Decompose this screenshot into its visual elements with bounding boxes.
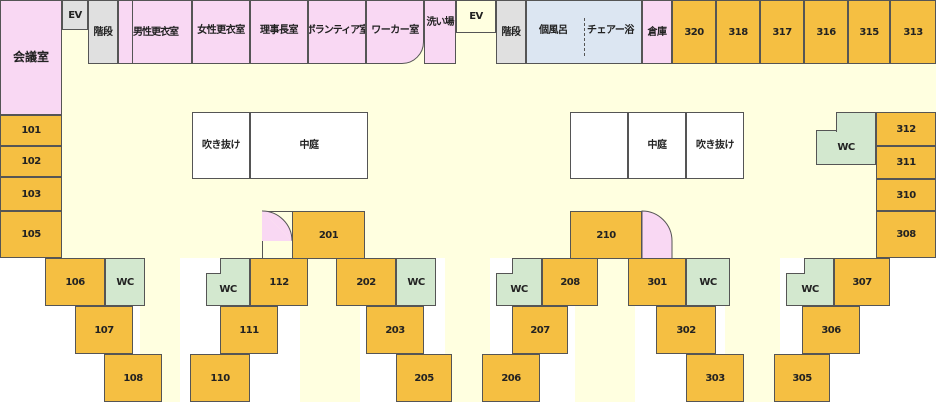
toilet-307: WC xyxy=(786,273,834,306)
room-308: 308 xyxy=(876,211,936,258)
room-313: 313 xyxy=(890,0,936,64)
room-205: 205 xyxy=(396,354,452,402)
room-311: 311 xyxy=(876,146,936,179)
room-305: 305 xyxy=(774,354,830,402)
room-210: 210 xyxy=(570,211,642,259)
toilet-112-notch xyxy=(220,258,250,274)
room-317: 317 xyxy=(760,0,804,64)
room-112: 112 xyxy=(250,258,308,306)
room-102: 102 xyxy=(0,146,62,177)
room-207: 207 xyxy=(512,306,568,354)
room-106: 106 xyxy=(45,258,105,306)
room-110: 110 xyxy=(190,354,250,402)
elevator-left: EV xyxy=(62,0,88,30)
courtyard-left: 中庭 xyxy=(250,112,368,179)
room-111: 111 xyxy=(220,306,278,354)
room-203: 203 xyxy=(366,306,424,354)
room-306: 306 xyxy=(802,306,860,354)
door-210 xyxy=(641,210,673,260)
courtyard-right-blank xyxy=(570,112,628,179)
room-101: 101 xyxy=(0,115,62,146)
toilet-right-upper-notch xyxy=(836,112,876,132)
female-locker-room: 女性更衣室 xyxy=(192,0,250,64)
room-307: 307 xyxy=(834,258,890,306)
stairs-left: 階段 xyxy=(88,0,118,64)
toilet-208-notch xyxy=(512,258,542,274)
elevator-right: EV xyxy=(456,0,496,33)
meeting-room: 会議室 xyxy=(0,0,62,115)
room-103: 103 xyxy=(0,177,62,211)
stairs-right: 階段 xyxy=(496,0,526,64)
door-201 xyxy=(261,210,293,242)
toilet-307-notch xyxy=(804,258,834,274)
room-108: 108 xyxy=(104,354,162,402)
toilet-right-upper: WC xyxy=(816,130,876,165)
toilet-106: WC xyxy=(105,258,145,306)
male-locker-room: 男性更衣室 xyxy=(118,0,192,64)
room-302: 302 xyxy=(656,306,716,354)
toilet-112: WC xyxy=(206,273,250,306)
director-room: 理事長室 xyxy=(250,0,308,64)
void-right: 吹き抜け xyxy=(686,112,744,179)
room-315: 315 xyxy=(848,0,890,64)
room-318: 318 xyxy=(716,0,760,64)
worker-room: ワーカー室 xyxy=(366,0,424,64)
wash-area: 洗い場 xyxy=(424,0,456,64)
room-301: 301 xyxy=(628,258,686,306)
volunteer-room: ボランティア室 xyxy=(308,0,366,64)
corridor xyxy=(0,64,936,258)
toilet-202: WC xyxy=(396,258,436,306)
room-312: 312 xyxy=(876,112,936,146)
void-left: 吹き抜け xyxy=(192,112,250,179)
toilet-208: WC xyxy=(496,273,542,306)
storage-room: 倉庫 xyxy=(642,0,672,64)
room-320: 320 xyxy=(672,0,716,64)
courtyard-right: 中庭 xyxy=(628,112,686,179)
room-316: 316 xyxy=(804,0,848,64)
room-206: 206 xyxy=(482,354,540,402)
room-202: 202 xyxy=(336,258,396,306)
room-303: 303 xyxy=(686,354,744,402)
bath-divider xyxy=(584,18,585,56)
toilet-301: WC xyxy=(686,258,730,306)
room-105: 105 xyxy=(0,211,62,258)
room-310: 310 xyxy=(876,179,936,211)
room-208: 208 xyxy=(542,258,598,306)
room-201: 201 xyxy=(292,211,365,259)
room-107: 107 xyxy=(75,306,133,354)
locker-divider xyxy=(132,0,133,64)
